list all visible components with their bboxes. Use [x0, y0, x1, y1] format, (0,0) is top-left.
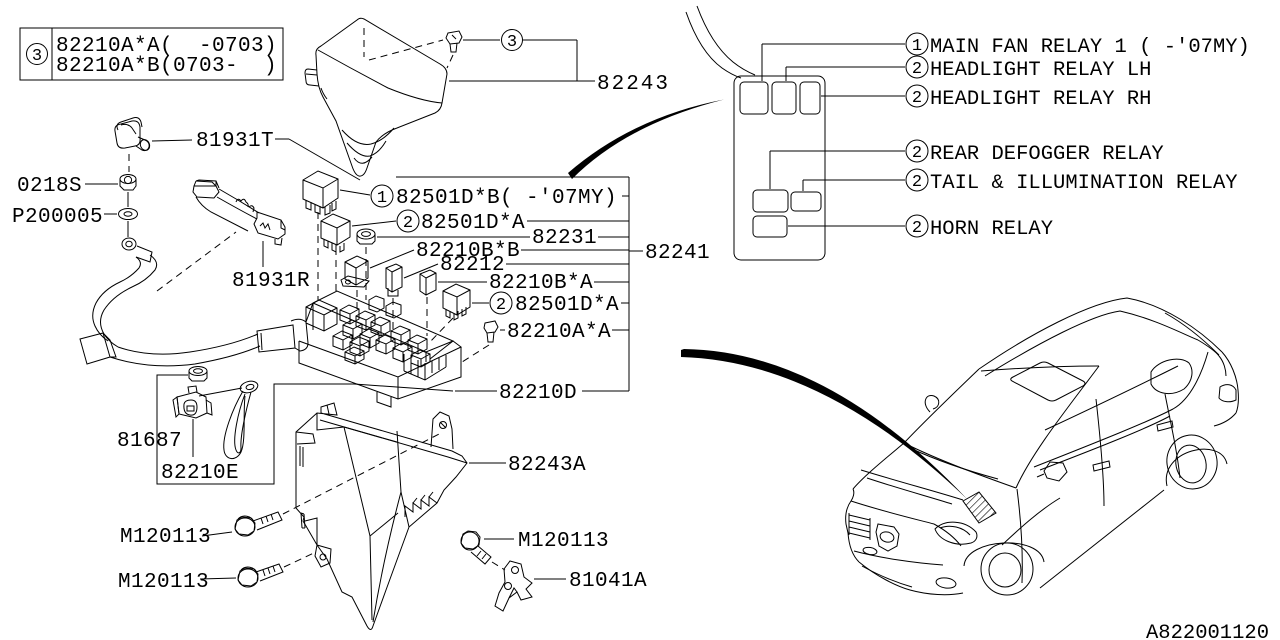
svg-text:82210A*A: 82210A*A [507, 321, 611, 344]
svg-text:81931R: 81931R [232, 270, 310, 293]
svg-text:3: 3 [507, 33, 517, 52]
svg-text:82243: 82243 [597, 73, 670, 96]
svg-text:M120113: M120113 [120, 526, 211, 549]
svg-text:82212: 82212 [440, 254, 505, 277]
svg-text:HEADLIGHT RELAY RH: HEADLIGHT RELAY RH [930, 88, 1151, 111]
svg-text:2: 2 [912, 219, 922, 238]
svg-text:81687: 81687 [117, 430, 182, 453]
svg-text:2: 2 [403, 214, 413, 233]
svg-text:82501D*B( -'07MY): 82501D*B( -'07MY) [396, 187, 617, 210]
svg-text:82210A*A( -0703): 82210A*A( -0703) [56, 35, 277, 58]
svg-text:A822001120: A822001120 [1146, 622, 1269, 640]
svg-text:82210A*B(0703- ): 82210A*B(0703- ) [56, 55, 277, 78]
svg-text:81041A: 81041A [569, 570, 647, 593]
svg-text:82210D: 82210D [499, 382, 577, 405]
svg-text:MAIN FAN RELAY 1 ( -'07MY): MAIN FAN RELAY 1 ( -'07MY) [930, 36, 1250, 59]
svg-text:82210E: 82210E [161, 462, 239, 485]
svg-text:2: 2 [912, 173, 922, 192]
svg-text:82501D*A: 82501D*A [421, 212, 525, 235]
svg-text:1: 1 [912, 37, 922, 56]
svg-text:P200005: P200005 [12, 206, 103, 229]
svg-text:82210B*A: 82210B*A [489, 272, 593, 295]
svg-text:REAR DEFOGGER RELAY: REAR DEFOGGER RELAY [930, 143, 1164, 166]
svg-text:M120113: M120113 [118, 571, 209, 594]
svg-text:2: 2 [912, 89, 922, 108]
svg-text:81931T: 81931T [196, 130, 274, 153]
svg-text:82501D*A: 82501D*A [515, 294, 619, 317]
svg-text:TAIL & ILLUMINATION RELAY: TAIL & ILLUMINATION RELAY [930, 172, 1238, 195]
svg-text:HEADLIGHT RELAY LH: HEADLIGHT RELAY LH [930, 59, 1151, 82]
svg-text:2: 2 [496, 296, 506, 315]
svg-text:3: 3 [32, 47, 42, 66]
svg-text:0218S: 0218S [17, 175, 82, 198]
svg-text:2: 2 [912, 144, 922, 163]
svg-text:82231: 82231 [532, 227, 597, 250]
svg-text:82241: 82241 [645, 242, 710, 265]
svg-text:82210B*B: 82210B*B [416, 240, 520, 263]
svg-text:1: 1 [377, 189, 387, 208]
svg-text:82243A: 82243A [508, 454, 586, 477]
svg-text:M120113: M120113 [518, 530, 609, 553]
svg-text:2: 2 [912, 60, 922, 79]
svg-text:HORN RELAY: HORN RELAY [930, 218, 1053, 241]
